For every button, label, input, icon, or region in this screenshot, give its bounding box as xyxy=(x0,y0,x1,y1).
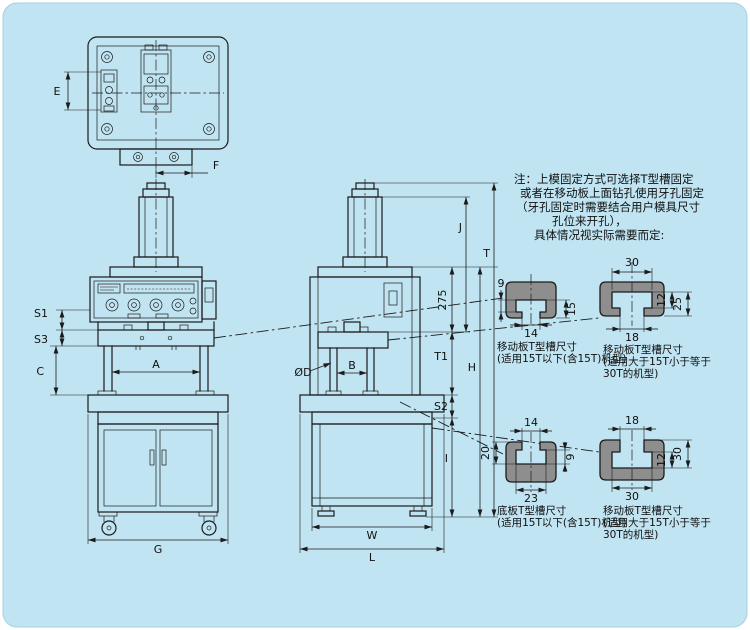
tslot-bl-caption-1: 底板T型槽尺寸 xyxy=(497,504,566,517)
top-view-valve-component xyxy=(100,69,118,113)
front-view: S1 S3 C A G xyxy=(34,179,229,556)
dim-label-i: I xyxy=(445,452,448,465)
tslot-br-dim-right-outer: 30 xyxy=(671,447,684,461)
tslot-bl-dim-right: 9 xyxy=(564,454,577,461)
tslot-tl-dim-top: 9 xyxy=(498,277,505,290)
tslot-bl-dim-left: 20 xyxy=(479,446,492,460)
tslot-br-dim-top: 18 xyxy=(625,414,639,427)
tslot-bl-caption-2: (适用15T以下(含15T)机型) xyxy=(497,516,626,529)
tslot-tr-dim-right-inner: 12 xyxy=(655,293,668,307)
tslot-br-caption-1: 移动板T型槽尺寸 xyxy=(603,504,683,517)
dim-label-t1: T1 xyxy=(433,350,448,363)
tslot-detail-top-right: 30 12 25 18 移动板T型槽尺寸 (适用大于15T小于等于 30T的机型… xyxy=(599,256,711,380)
door-handle-left xyxy=(149,449,155,466)
side-dimensions: B ØD 275 T1 S2 I J H T W xyxy=(294,182,498,564)
top-view: E F xyxy=(54,36,229,178)
tslot-br-caption-2: (适用大于15T小于等于 xyxy=(603,516,711,529)
dim-label-s3: S3 xyxy=(34,333,48,346)
dim-label-s2: S2 xyxy=(434,400,448,413)
tslot-bl-dim-bottom: 23 xyxy=(524,492,538,505)
tslot-br-dim-bottom: 30 xyxy=(625,490,639,503)
tslot-bl-dim-top: 14 xyxy=(524,416,538,429)
side-stand xyxy=(311,423,433,517)
tslot-tr-dim-right-outer: 25 xyxy=(671,297,684,311)
front-control-panel xyxy=(89,276,217,323)
dim-label-g: G xyxy=(154,543,163,556)
front-casters xyxy=(98,511,218,536)
leader-lines xyxy=(213,297,600,455)
dim-label-l: L xyxy=(369,551,376,564)
dim-label-j: J xyxy=(458,221,462,234)
front-cabinet xyxy=(97,423,219,513)
dim-label-a: A xyxy=(152,358,160,371)
tslot-tl-caption-2: (适用15T以下(含15T)机型) xyxy=(497,352,626,365)
dim-label-h: H xyxy=(468,361,476,374)
cabinet-door-left xyxy=(103,429,157,507)
dim-label-s1: S1 xyxy=(34,307,48,320)
tslot-detail-bottom-left: 14 20 9 23 底板T型槽尺寸 (适用15T以下(含15T)机型) xyxy=(479,416,626,529)
tslot-br-caption-3: 30T的机型) xyxy=(603,528,658,541)
tslot-tr-dim-top: 30 xyxy=(625,256,639,269)
note-line-1: 注：上模固定方式可选择T型槽固定 xyxy=(514,172,694,186)
tslot-detail-top-left: 9 15 14 移动板T型槽尺寸 (适用15T以下(含15T)机型) xyxy=(497,274,626,365)
tslot-tr-caption-1: 移动板T型槽尺寸 xyxy=(603,343,683,356)
tslot-br-dim-right-inner: 12 xyxy=(655,453,668,467)
tslot-tr-caption-2: (适用大于15T小于等于 xyxy=(603,355,711,368)
door-handle-right xyxy=(161,449,167,466)
dim-label-w: W xyxy=(367,529,378,542)
note-line-5: 具体情况视实际需要而定: xyxy=(534,228,664,242)
dim-label-phi-d: ØD xyxy=(294,366,311,379)
dim-label-b: B xyxy=(348,359,356,372)
side-view: B ØD 275 T1 S2 I J H T W xyxy=(294,179,498,564)
front-dimensions: S1 S3 C A G xyxy=(34,307,229,556)
tslot-tl-caption-1: 移动板T型槽尺寸 xyxy=(497,340,577,353)
note-line-2: 或者在移动板上面钻孔使用牙孔固定 xyxy=(520,186,704,200)
panel-knobs xyxy=(105,297,197,315)
note-line-3: （牙孔固定时需要结合用户模具尺寸 xyxy=(516,200,700,214)
notes: 注：上模固定方式可选择T型槽固定 或者在移动板上面钻孔使用牙孔固定 （牙孔固定时… xyxy=(514,172,704,242)
dim-label-t: T xyxy=(482,247,490,260)
tslot-tr-caption-3: 30T的机型) xyxy=(603,367,658,380)
tslot-detail-bottom-right: 18 12 30 30 移动板T型槽尺寸 (适用大于15T小于等于 30T的机型… xyxy=(599,414,711,541)
dim-label-275: 275 xyxy=(436,290,449,311)
tslot-profile xyxy=(599,439,665,481)
dim-label-c: C xyxy=(36,365,44,378)
side-cylinder xyxy=(342,182,388,268)
tslot-tl-dim-right: 15 xyxy=(565,302,578,316)
tslot-tr-dim-bottom: 18 xyxy=(625,331,639,344)
cabinet-door-right xyxy=(159,429,213,507)
tslot-tl-dim-bottom: 14 xyxy=(524,327,538,340)
dim-label-e: E xyxy=(54,85,61,98)
note-line-4: 孔位来开孔）， xyxy=(552,214,627,228)
dim-label-f: F xyxy=(213,159,219,172)
